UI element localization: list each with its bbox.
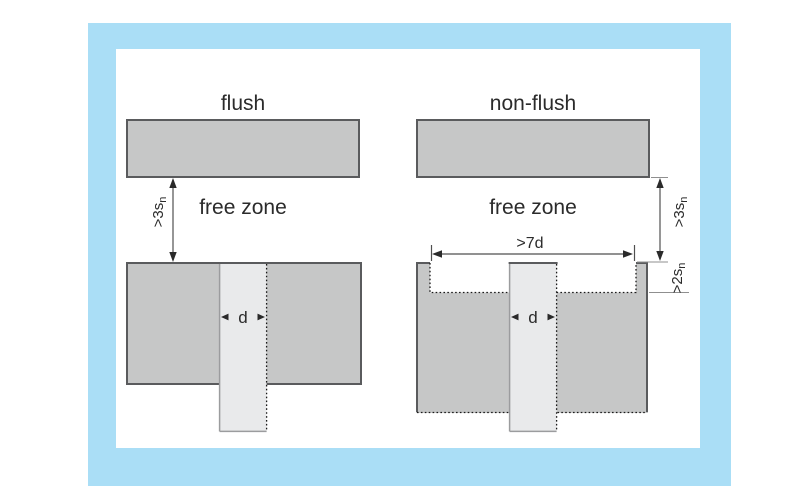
flush-diagram: flush free zone >3sn [126, 92, 362, 433]
non-flush-diameter-label: d [528, 308, 537, 327]
protrusion-label: >2sn [669, 263, 688, 294]
non-flush-sensor-body [508, 262, 558, 433]
arrow-up-icon [656, 178, 664, 188]
non-flush-title: non-flush [490, 92, 576, 115]
flush-target-plate [126, 119, 360, 178]
non-flush-target-plate [416, 119, 650, 178]
arrow-left-icon [221, 313, 229, 321]
flush-clearance-label: >3sn [150, 197, 169, 228]
clearance-value: >3s [150, 203, 167, 228]
arrow-left-icon [432, 250, 442, 258]
arrow-down-icon [169, 252, 177, 262]
arrow-right-icon [623, 250, 633, 258]
flush-diameter-label: d [238, 308, 247, 327]
flush-clearance-dimension: >3sn [150, 178, 177, 262]
arrow-right-icon [547, 313, 555, 321]
flush-free-zone-label: free zone [199, 196, 287, 219]
non-flush-diameter-dimension: d [511, 308, 555, 327]
protrusion-value: >2s [669, 269, 686, 294]
protrusion-dimension: >2sn [649, 263, 689, 294]
protrusion-subscript: n [676, 263, 688, 269]
arrow-up-icon [169, 178, 177, 188]
recess-width-dimension: >7d [430, 235, 636, 261]
non-flush-clearance-dimension: >3sn [637, 177, 690, 263]
sensor-fill [219, 264, 267, 432]
sensor-fill [509, 264, 557, 432]
non-flush-diagram: non-flush free zone >7d [416, 92, 690, 433]
arrow-right-icon [257, 313, 265, 321]
arrow-left-icon [511, 313, 519, 321]
clearance-subscript: n [678, 197, 690, 203]
block-left-outline [416, 262, 430, 412]
flush-sensor-body [218, 262, 268, 433]
flush-title: flush [221, 92, 265, 115]
arrow-down-icon [656, 251, 664, 261]
flush-diameter-dimension: d [221, 308, 265, 327]
non-flush-free-zone-label: free zone [489, 196, 577, 219]
non-flush-clearance-label: >3sn [671, 197, 690, 228]
recess-hidden-edge [429, 263, 637, 294]
recess-width-label: >7d [516, 235, 543, 252]
block-right-outline [636, 262, 648, 412]
clearance-value: >3s [671, 203, 688, 228]
clearance-subscript: n [157, 197, 169, 203]
